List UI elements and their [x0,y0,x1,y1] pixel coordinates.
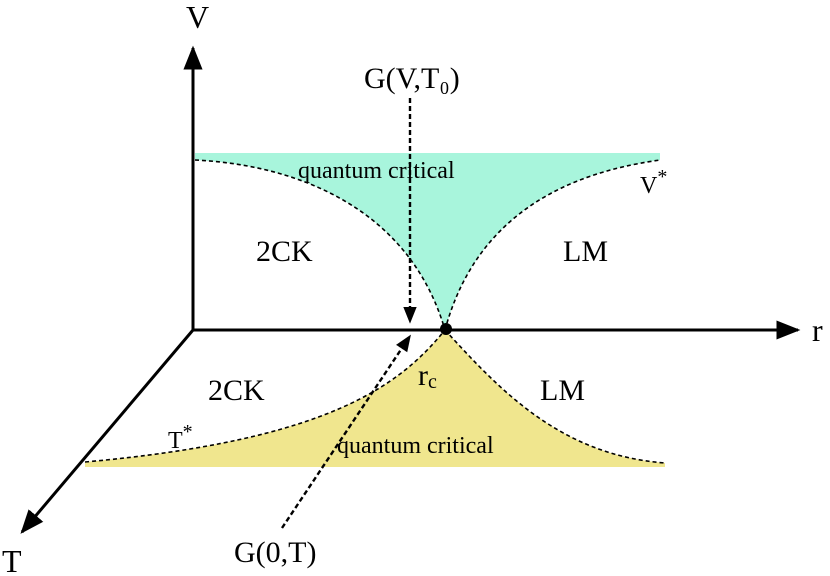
t-axis [20,329,195,534]
lower-lm-label: LM [540,374,585,407]
t-star-crossover-left [84,329,446,463]
upper-2ck-label: 2CK [256,235,313,268]
t-star-crossover-right [444,329,666,464]
v-axis-label: V [186,0,209,35]
critical-point [440,323,452,335]
diagonal-probe-label: G(0,T) [234,536,316,569]
vertical-probe-label: G(V,T₀) [364,62,460,95]
lower-2ck-label: 2CK [208,374,265,407]
lower-quantum-critical-region [85,330,665,467]
critical-point-label: rc [418,359,437,393]
lower-quantum-critical-label: quantum critical [337,433,494,459]
v-star-label: V* [640,166,667,199]
upper-quantum-critical-label: quantum critical [298,158,455,184]
r-axis-label: r [812,312,823,348]
t-axis-label: T [2,543,22,576]
upper-lm-label: LM [563,235,608,268]
t-star-label: T* [168,421,193,454]
v-star-crossover-right [444,159,661,331]
diagonal-probe-path [281,334,411,529]
